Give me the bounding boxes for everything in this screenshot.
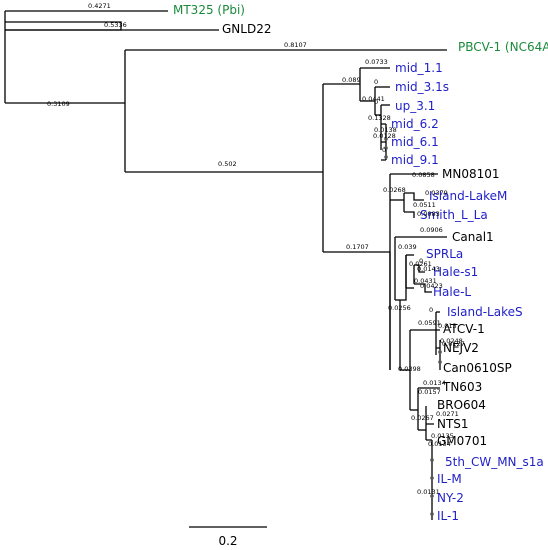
branch-length-label: 0.0858 — [412, 171, 435, 179]
leaf-label-MN08101: MN08101 — [442, 167, 500, 181]
leaf-label-IslandLakeM: Island-LakeM — [429, 189, 507, 203]
node-dot — [430, 512, 434, 516]
leaf-label-ATCV1: ATCV-1 — [443, 322, 485, 336]
branch-length-label: 0.0271 — [436, 410, 459, 418]
tree-branches — [4, 10, 447, 520]
leaf-label-ILM: IL-M — [437, 472, 462, 486]
leaf-label-GNLD22: GNLD22 — [222, 22, 271, 36]
branch — [426, 423, 434, 441]
leaf-label-mid11: mid_1.1 — [395, 61, 443, 75]
leaf-label-up31: up_3.1 — [395, 99, 435, 113]
branch-length-label: 0.0261 — [409, 260, 432, 268]
branch-length-label: 0 — [419, 257, 423, 265]
branch — [400, 255, 407, 301]
branch-length-label: 0.0138 — [374, 126, 397, 134]
branch-length-label: 0.0379 — [425, 189, 448, 197]
branch — [404, 211, 415, 218]
leaf-label-HaleL: Hale-L — [433, 285, 471, 299]
branch-length-label: 0.0906 — [420, 226, 443, 234]
branch-length-label: 0 — [382, 146, 386, 154]
branch-length-label: 0.5336 — [104, 21, 127, 29]
leaf-label-Canal1: Canal1 — [452, 230, 494, 244]
branch-length-label: 0.0398 — [398, 365, 421, 373]
branch-length-label: 0.0143 — [417, 265, 440, 273]
leaf-label-IL1: IL-1 — [437, 509, 459, 523]
scale-bar: 0.2 — [189, 526, 267, 548]
branch — [436, 329, 440, 349]
node-markers — [384, 137, 442, 516]
branch-length-label: 0 — [374, 78, 378, 86]
branch-length-label: 0.0135 — [431, 432, 454, 440]
branch — [381, 123, 386, 161]
branch-length-label: 0.0431 — [414, 277, 437, 285]
leaf-label-NEJV2: NEJV2 — [443, 341, 479, 355]
branch-length-label: 0.013 — [438, 322, 457, 330]
node-dot — [438, 360, 442, 364]
node-dot — [438, 350, 442, 354]
scale-bar-label: 0.2 — [218, 534, 237, 548]
branch-length-label: 0.0134 — [423, 379, 446, 387]
leaf-label-TN603: TN603 — [442, 380, 482, 394]
node-dot — [430, 494, 434, 498]
branch-length-label: 0.0134 — [428, 440, 451, 448]
leaf-label-SPRLa: SPRLa — [426, 247, 463, 261]
branch-length-label: 0.0733 — [365, 58, 388, 66]
branch-length-label: 0.0268 — [383, 186, 406, 194]
branch-length-label: 0.0423 — [420, 282, 443, 290]
node-dot — [384, 146, 388, 150]
branch-length-label: 0.0131 — [417, 488, 440, 496]
branch-length-label: 0.8107 — [284, 41, 307, 49]
leaf-label-IslandLakeS: Island-LakeS — [447, 305, 523, 319]
branch-length-label: 0 — [374, 98, 378, 106]
leaf-label-mid61: mid_6.1 — [391, 135, 439, 149]
branch-length-label: 0.0083 — [417, 210, 440, 218]
branch-length-label: 0.039 — [398, 243, 417, 251]
leaf-label-NTS1: NTS1 — [437, 417, 469, 431]
node-dot — [430, 458, 434, 462]
branch-length-label: 0.0128 — [373, 132, 396, 140]
branch — [414, 264, 425, 273]
leaf-label-BRO604: BRO604 — [437, 398, 486, 412]
branch-length-labels: 0.4271 0.5336 0.8107 0.3109 0.502 0.0733 0.089… — [47, 2, 465, 496]
branch-length-label: 0.0248 — [440, 337, 463, 345]
branch-length-label: 0.502 — [218, 160, 237, 168]
branch — [414, 283, 432, 293]
leaf-label-mid31s: mid_3.1s — [395, 80, 449, 94]
branch-length-label: 0.0127 — [442, 340, 465, 348]
leaf-label-GM0701: GM0701 — [437, 434, 487, 448]
leaf-label-MT325: MT325 (Pbi) — [173, 3, 245, 17]
branch-length-label: 0.0511 — [413, 201, 436, 209]
branch — [404, 192, 424, 201]
leaf-label-NY2: NY-2 — [437, 491, 464, 505]
branch-length-label: 0.1328 — [368, 114, 391, 122]
branch-length-label: 0.0267 — [411, 414, 434, 422]
leaf-label-5thCW: 5th_CW_MN_s1a — [445, 455, 544, 469]
branch-length-label: 0.089 — [342, 76, 361, 84]
branch-length-label: 0.0441 — [362, 95, 385, 103]
leaf-label-mid62: mid_6.2 — [391, 117, 439, 131]
branch-length-label: 0 — [429, 306, 433, 314]
branch-length-label: 0.0256 — [388, 304, 411, 312]
node-dot — [430, 476, 434, 480]
branch-length-label: 0.4271 — [88, 2, 111, 10]
branch-length-label: 0.3109 — [47, 100, 70, 108]
node-dot — [384, 155, 388, 159]
branch-length-label: 0.1707 — [346, 243, 369, 251]
leaf-label-Hales1: Hale-s1 — [433, 265, 478, 279]
leaf-label-SmithL: Smith_L_La — [420, 208, 488, 222]
node-dot — [384, 137, 388, 141]
leaf-label-mid91: mid_9.1 — [391, 153, 439, 167]
leaf-label-Can0610SP: Can0610SP — [443, 361, 512, 375]
branch-length-label: 0.0157 — [418, 388, 441, 396]
leaf-label-PBCV1: PBCV-1 (NC64A) — [458, 40, 548, 54]
branch-length-label: 0.0591 — [418, 319, 441, 327]
